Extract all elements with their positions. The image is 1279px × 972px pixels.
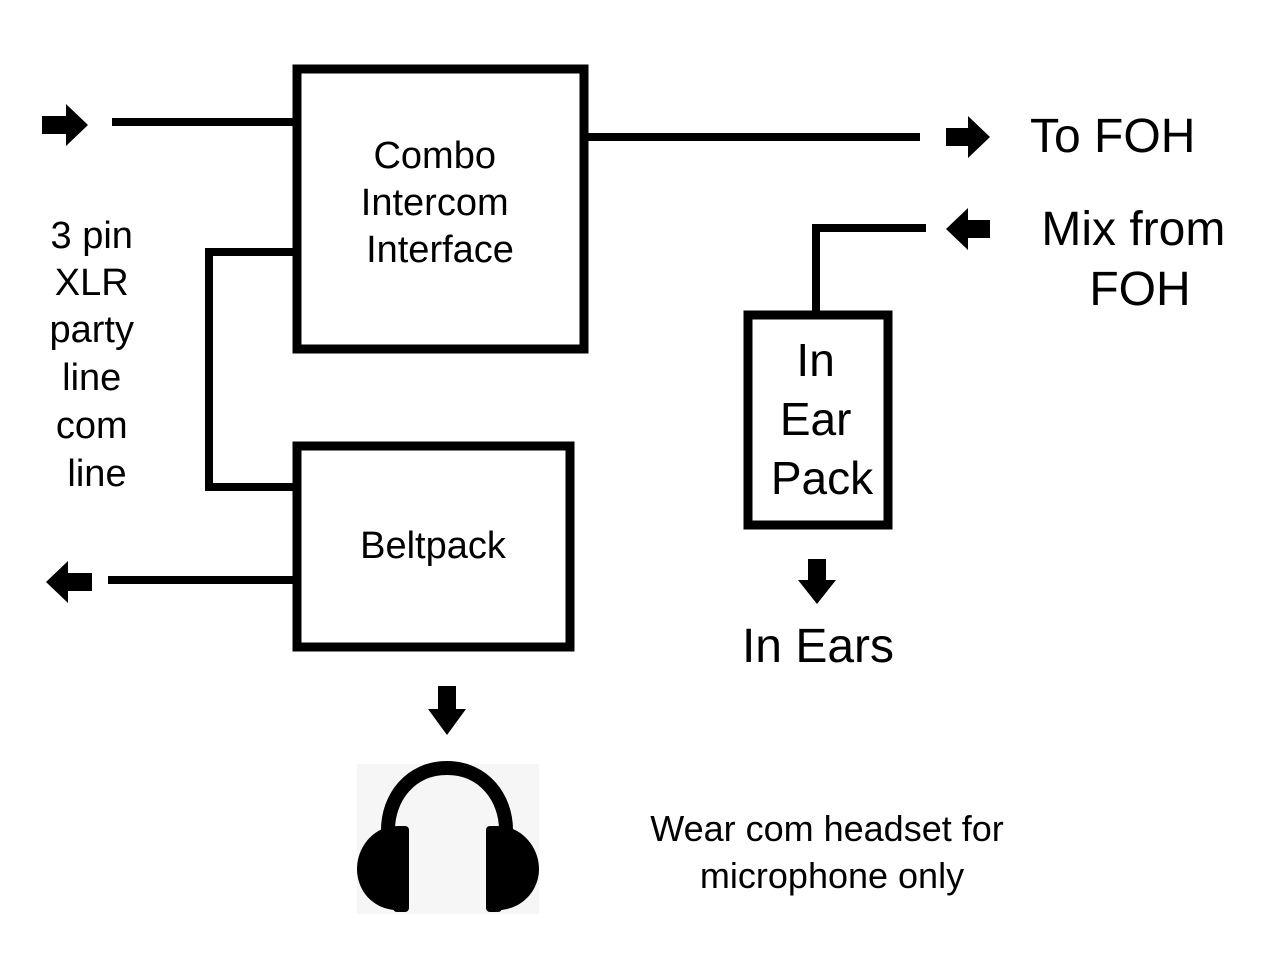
xlr-label-line-5: com [56,405,128,447]
in-ear-pack-box [743,310,893,530]
to-foh-arrow-icon [946,116,990,158]
in-ears-arrow-icon [798,559,836,604]
xlr-line-label: 3 pin XLR party line com line [49,215,144,495]
xlr-label-line-1: 3 pin [51,215,133,257]
headset-note-line-1: Wear com headset for [650,808,1004,849]
beltpack-node: Beltpack [292,441,575,652]
xlr-label-line-2: XLR [55,262,129,304]
mix-from-foh-label: Mix from FOH [1041,203,1238,316]
mix-label-line-2: FOH [1089,263,1190,316]
headset-note-line-2: microphone only [700,855,964,896]
xlr-label-line-4: line [62,357,121,399]
xlr-label-line-3: party [49,309,133,351]
mix-label-line-1: Mix from [1041,203,1225,256]
mix-from-foh-wire [812,224,926,316]
combo-label-line-1: Combo [373,135,496,177]
in-ear-label-line-1: In [796,334,834,386]
beltpack-box [292,441,575,652]
in-ear-pack-label: In Ear Pack [771,334,874,504]
combo-label-line-2: Intercom [361,182,509,224]
combo-intercom-interface-box [292,64,589,354]
in-ear-label-line-3: Pack [771,452,874,504]
mix-from-foh-arrow-icon [946,208,990,250]
to-foh-label: To FOH [1030,110,1195,163]
headphones-icon [357,760,539,914]
in-ear-pack-node: In Ear Pack [743,310,893,530]
combo-intercom-interface-node: Combo Intercom Interface [292,64,589,354]
beltpack-label: Beltpack [360,525,507,567]
xlr-label-line-6: line [67,453,126,495]
xlr-in-arrow-icon [42,104,88,146]
combo-interface-label: Combo Intercom Interface [361,135,519,271]
xlr-out-arrow-icon [46,561,92,603]
headset-note-label: Wear com headset for microphone only [650,808,1014,896]
combo-label-line-3: Interface [366,229,514,271]
headset-arrow-icon [428,686,466,735]
in-ears-label: In Ears [742,620,894,673]
combo-to-beltpack-wire [205,248,296,491]
in-ear-label-line-2: Ear [780,393,852,445]
